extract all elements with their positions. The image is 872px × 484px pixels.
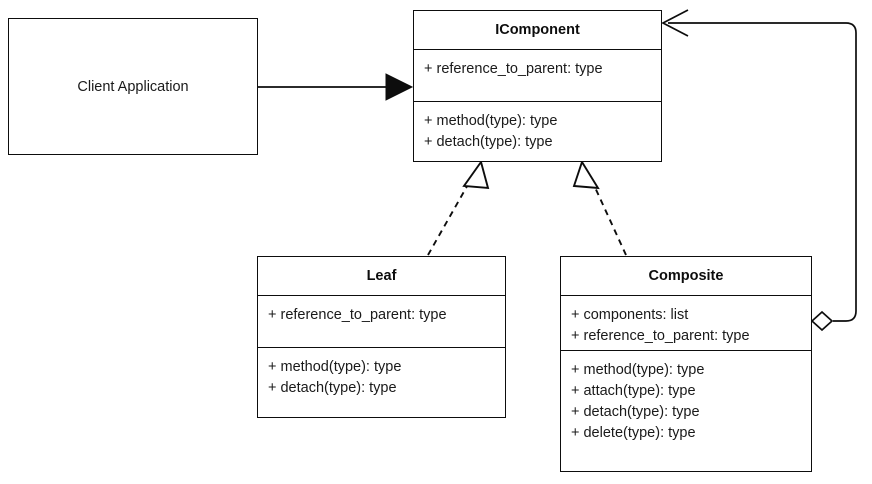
node-client-application[interactable]: Client Application xyxy=(8,18,258,155)
edge-line-dashed xyxy=(427,180,471,256)
node-leaf-title: Leaf xyxy=(366,267,397,284)
hollow-triangle-marker xyxy=(572,159,600,190)
node-icomponent-title: IComponent xyxy=(495,21,580,38)
edge-line-dashed xyxy=(592,182,627,256)
method-row: + method(type): type xyxy=(571,362,705,378)
edge-client-uses-icomponent xyxy=(258,73,414,101)
attribute-row: + reference_to_parent: type xyxy=(268,307,447,323)
attribute-row: + reference_to_parent: type xyxy=(571,328,750,344)
method-row: + detach(type): type xyxy=(571,404,700,420)
node-leaf-attributes: + reference_to_parent: type xyxy=(258,295,505,347)
node-leaf[interactable]: Leaf + reference_to_parent: type + metho… xyxy=(257,256,506,418)
attribute-row: + reference_to_parent: type xyxy=(424,61,603,77)
node-composite-methods: + method(type): type + attach(type): typ… xyxy=(561,350,811,473)
edge-line xyxy=(668,22,857,322)
node-icomponent[interactable]: IComponent + reference_to_parent: type +… xyxy=(413,10,662,162)
hollow-diamond-marker xyxy=(810,310,834,332)
node-composite-title: Composite xyxy=(648,267,724,284)
filled-arrow-marker xyxy=(385,73,414,101)
edge-composite-realizes-icomponent xyxy=(572,159,627,256)
method-row: + method(type): type xyxy=(268,359,402,375)
node-leaf-methods: + method(type): type + detach(type): typ… xyxy=(258,347,505,419)
node-composite[interactable]: Composite + components: list + reference… xyxy=(560,256,812,472)
node-client-application-label: Client Application xyxy=(77,78,189,95)
method-row: + delete(type): type xyxy=(571,425,696,441)
open-arrow-marker xyxy=(661,9,689,37)
method-row: + method(type): type xyxy=(424,113,558,129)
attribute-row: + components: list xyxy=(571,307,689,323)
method-row: + detach(type): type xyxy=(424,134,553,150)
method-row: + detach(type): type xyxy=(268,380,397,396)
node-composite-attributes: + components: list + reference_to_parent… xyxy=(561,295,811,350)
edge-leaf-realizes-icomponent xyxy=(427,159,490,256)
edge-composite-aggregates-icomponent xyxy=(661,9,857,332)
hollow-triangle-marker xyxy=(462,159,490,190)
method-row: + attach(type): type xyxy=(571,383,696,399)
node-icomponent-methods: + method(type): type + detach(type): typ… xyxy=(414,101,661,163)
node-icomponent-attributes: + reference_to_parent: type xyxy=(414,49,661,101)
